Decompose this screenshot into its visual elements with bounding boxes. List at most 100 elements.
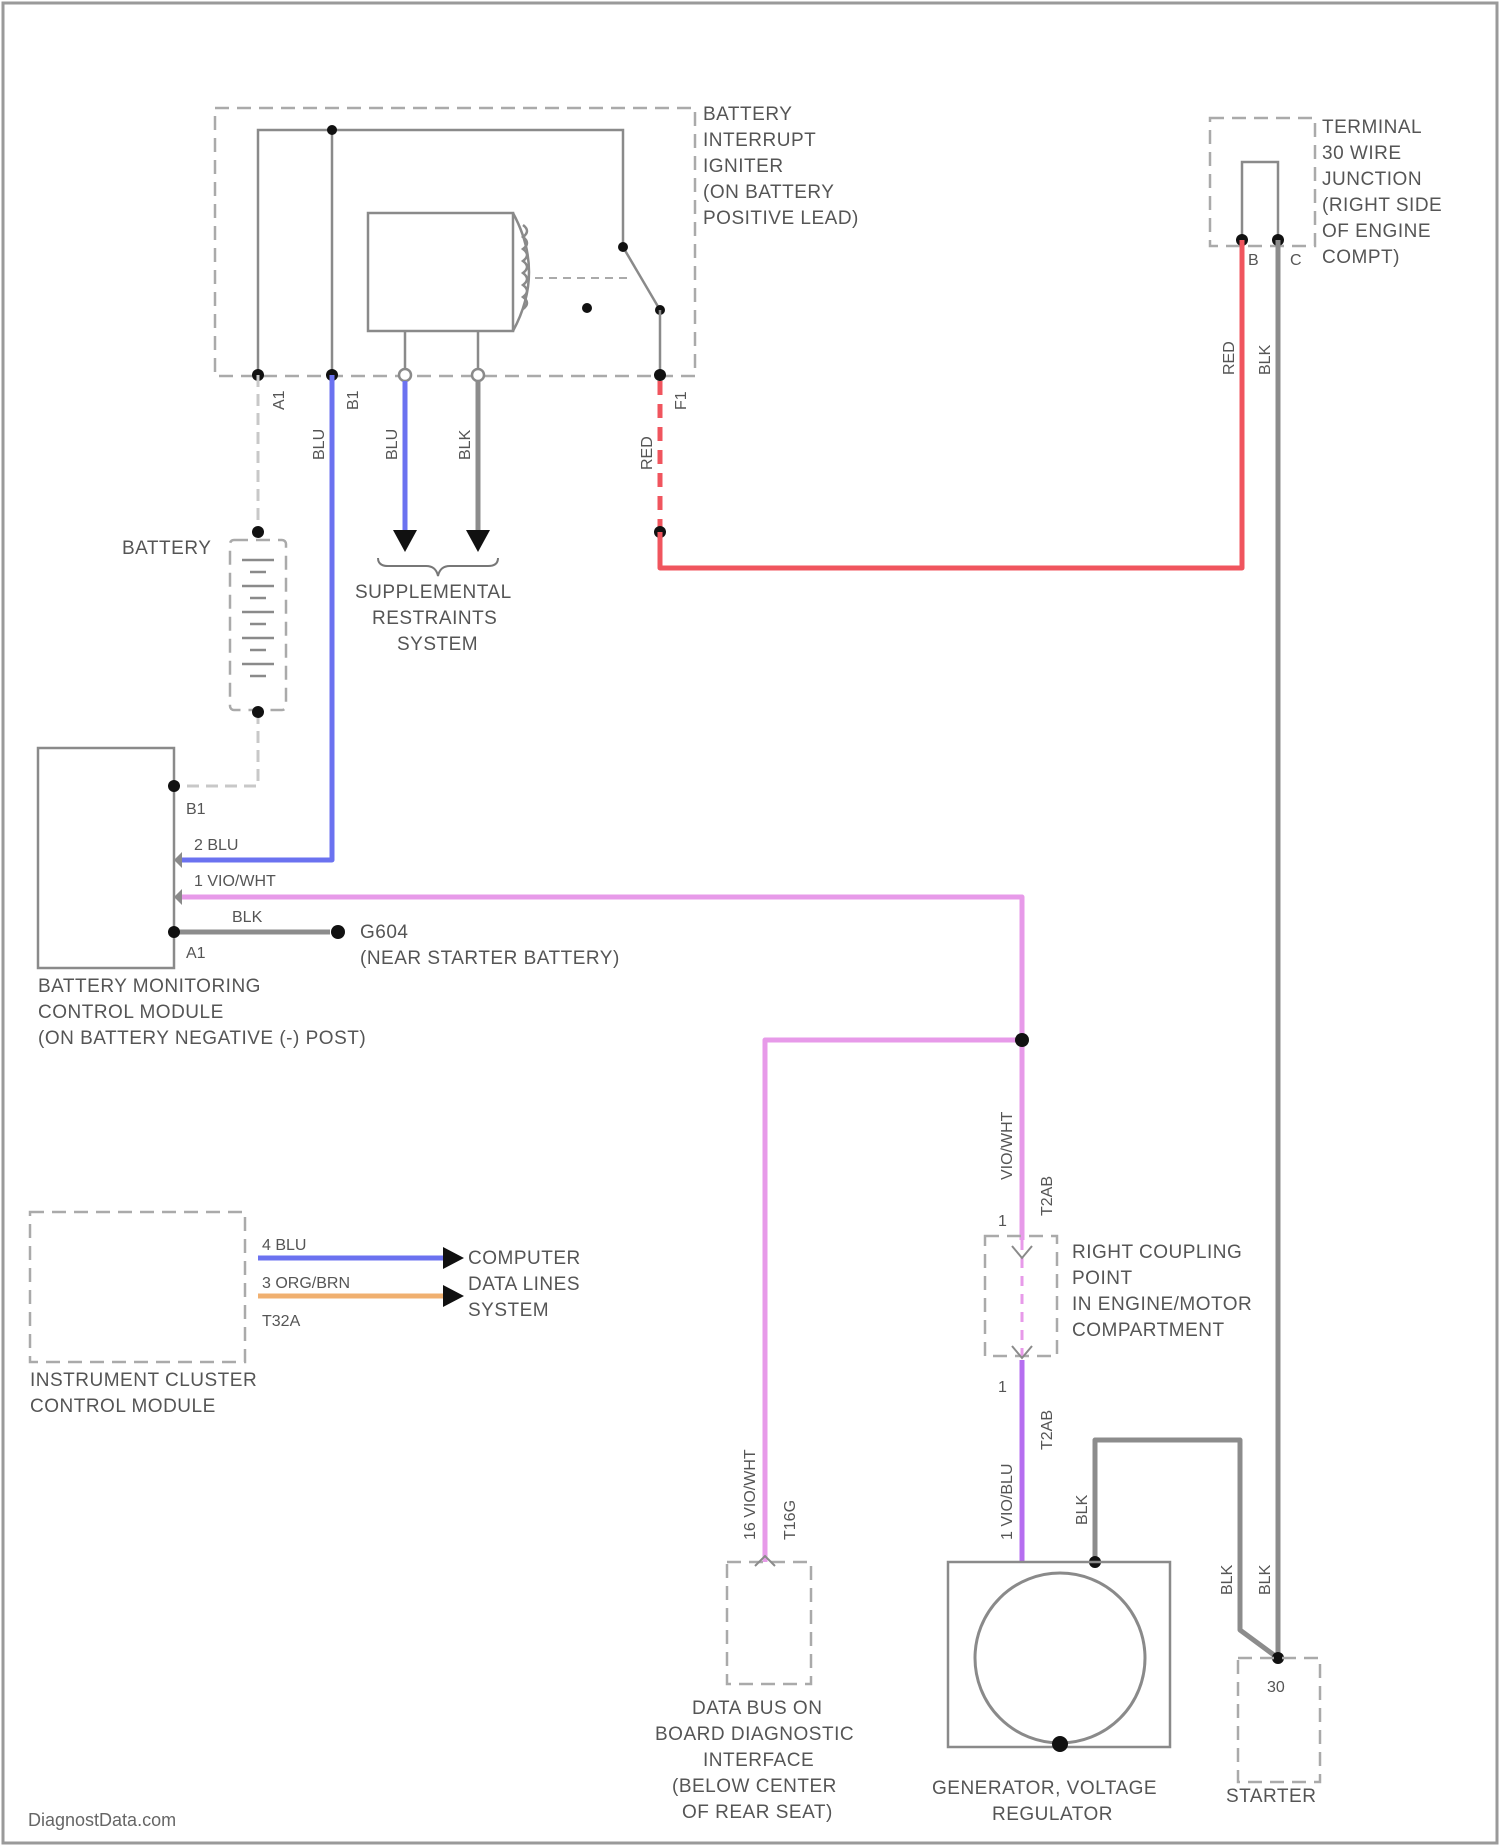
blk-wire-generator-starter bbox=[1095, 1440, 1278, 1658]
terminal30-bridge bbox=[1242, 162, 1278, 240]
icm-blu-arrow bbox=[443, 1247, 464, 1269]
svg-text:POINT: POINT bbox=[1072, 1268, 1133, 1289]
icm-label: INSTRUMENT CLUSTER CONTROL MODULE bbox=[30, 1370, 257, 1417]
pin-b1-label: B1 bbox=[345, 390, 362, 410]
bmcm-b1-dot bbox=[168, 780, 180, 792]
red-wire-terminal30 bbox=[660, 240, 1242, 568]
srs-arrow-2 bbox=[466, 530, 490, 552]
srs-brace bbox=[378, 558, 498, 576]
svg-text:INTERFACE: INTERFACE bbox=[703, 1750, 814, 1771]
icm-org-arrow bbox=[443, 1285, 464, 1307]
svg-text:REGULATOR: REGULATOR bbox=[992, 1804, 1113, 1825]
vio-splice-dot bbox=[1015, 1033, 1029, 1047]
battery-neg-dot bbox=[252, 706, 264, 718]
srs-arrow-1 bbox=[393, 530, 417, 552]
svg-text:(ON BATTERY: (ON BATTERY bbox=[703, 182, 834, 203]
ground-g604-label: G604 (NEAR STARTER BATTERY) bbox=[360, 922, 620, 969]
svg-text:BATTERY MONITORING: BATTERY MONITORING bbox=[38, 976, 261, 997]
svg-text:DATA LINES: DATA LINES bbox=[468, 1274, 580, 1295]
wire-label-gen-blk: BLK bbox=[1074, 1494, 1091, 1525]
igniter-squib-box bbox=[368, 213, 513, 331]
svg-text:SYSTEM: SYSTEM bbox=[397, 634, 478, 655]
svg-text:COMPT): COMPT) bbox=[1322, 247, 1400, 268]
terminal30-pin-b: B bbox=[1248, 252, 1259, 269]
wire-label-dlc-vio: 16 VIO/WHT bbox=[742, 1449, 759, 1540]
svg-text:SYSTEM: SYSTEM bbox=[468, 1300, 549, 1321]
coupling-top-pin: 1 bbox=[998, 1213, 1007, 1230]
battery-interrupt-label: BATTERY INTERRUPT IGNITER (ON BATTERY PO… bbox=[703, 104, 859, 229]
icm-pin3-label: 3 ORG/BRN bbox=[262, 1275, 350, 1292]
vio-wire-splice-dlc bbox=[765, 1040, 1022, 1562]
ground-g604-dot bbox=[331, 925, 345, 939]
srs-connector-dot-2 bbox=[472, 369, 484, 381]
wire-label-dlc-code: T16G bbox=[782, 1500, 799, 1540]
dlc-housing bbox=[727, 1562, 811, 1684]
igniter-internal-bus bbox=[258, 130, 623, 375]
terminal30-pin-c: C bbox=[1290, 252, 1302, 269]
wire-label-red-t30: RED bbox=[1221, 341, 1238, 375]
svg-text:(NEAR STARTER BATTERY): (NEAR STARTER BATTERY) bbox=[360, 948, 620, 969]
battery-cells bbox=[242, 560, 274, 676]
terminal30-label: TERMINAL 30 WIRE JUNCTION (RIGHT SIDE OF… bbox=[1322, 117, 1442, 268]
svg-text:(ON BATTERY NEGATIVE (-) POST): (ON BATTERY NEGATIVE (-) POST) bbox=[38, 1028, 366, 1049]
svg-text:IGNITER: IGNITER bbox=[703, 156, 784, 177]
svg-text:30 WIRE: 30 WIRE bbox=[1322, 143, 1402, 164]
srs-label: SUPPLEMENTAL RESTRAINTS SYSTEM bbox=[355, 582, 512, 655]
svg-text:GENERATOR, VOLTAGE: GENERATOR, VOLTAGE bbox=[932, 1778, 1157, 1799]
svg-text:OF ENGINE: OF ENGINE bbox=[1322, 221, 1431, 242]
starter-housing bbox=[1238, 1658, 1320, 1782]
svg-text:RESTRAINTS: RESTRAINTS bbox=[372, 608, 497, 629]
terminal30-housing bbox=[1210, 118, 1315, 246]
srs-connector-dot-1 bbox=[399, 369, 411, 381]
svg-text:OF REAR SEAT): OF REAR SEAT) bbox=[682, 1802, 833, 1823]
generator-ground-dot bbox=[1052, 1736, 1068, 1752]
pin-f1-label: F1 bbox=[673, 391, 690, 410]
generator-label: GENERATOR, VOLTAGE REGULATOR bbox=[932, 1778, 1157, 1825]
svg-text:INTERRUPT: INTERRUPT bbox=[703, 130, 816, 151]
svg-text:SUPPLEMENTAL: SUPPLEMENTAL bbox=[355, 582, 512, 603]
bmcm-b1-label: B1 bbox=[186, 801, 206, 818]
bmcm-pin2-label: 2 BLU bbox=[194, 837, 238, 854]
wire-label-starter-blk-b: BLK bbox=[1257, 1564, 1274, 1595]
svg-text:COMPUTER: COMPUTER bbox=[468, 1248, 581, 1269]
svg-text:G604: G604 bbox=[360, 922, 408, 943]
generator-box bbox=[948, 1562, 1170, 1747]
battery-pos-dot bbox=[252, 526, 264, 538]
igniter-switch-blade bbox=[623, 247, 660, 310]
coupling-label: RIGHT COUPLING POINT IN ENGINE/MOTOR COM… bbox=[1072, 1242, 1252, 1341]
icm-housing bbox=[30, 1212, 245, 1362]
battery-neg-dashed-wire bbox=[174, 712, 258, 786]
svg-text:(BELOW CENTER: (BELOW CENTER bbox=[672, 1776, 837, 1797]
cdl-label: COMPUTER DATA LINES SYSTEM bbox=[468, 1248, 581, 1321]
dlc-label: DATA BUS ON BOARD DIAGNOSTIC INTERFACE (… bbox=[655, 1698, 854, 1823]
wire-label-upper-vio: VIO/WHT bbox=[999, 1111, 1016, 1180]
wire-label-lower-vio: 1 VIO/BLU bbox=[999, 1464, 1016, 1540]
igniter-pivot-dot bbox=[582, 303, 592, 313]
switch-dot-top bbox=[618, 242, 628, 252]
bmcm-label: BATTERY MONITORING CONTROL MODULE (ON BA… bbox=[38, 976, 366, 1049]
bus-junction-dot bbox=[327, 125, 337, 135]
svg-text:TERMINAL: TERMINAL bbox=[1322, 117, 1422, 138]
svg-text:DATA BUS ON: DATA BUS ON bbox=[692, 1698, 822, 1719]
svg-text:IN ENGINE/MOTOR: IN ENGINE/MOTOR bbox=[1072, 1294, 1252, 1315]
svg-text:JUNCTION: JUNCTION bbox=[1322, 169, 1422, 190]
svg-text:COMPARTMENT: COMPARTMENT bbox=[1072, 1320, 1225, 1341]
svg-text:CONTROL MODULE: CONTROL MODULE bbox=[38, 1002, 224, 1023]
svg-text:BOARD DIAGNOSTIC: BOARD DIAGNOSTIC bbox=[655, 1724, 854, 1745]
wire-label-lower-code: T2AB bbox=[1039, 1410, 1056, 1450]
coupling-bottom-pin: 1 bbox=[998, 1379, 1007, 1396]
wire-label-blk-t30: BLK bbox=[1257, 344, 1274, 375]
wire-label-blu-srs: BLU bbox=[384, 429, 401, 460]
generator-circle bbox=[975, 1573, 1145, 1743]
wire-label-blk-srs: BLK bbox=[457, 429, 474, 460]
bmcm-a1-dot bbox=[168, 926, 180, 938]
wire-label-upper-code: T2AB bbox=[1039, 1176, 1056, 1216]
svg-text:POSITIVE LEAD): POSITIVE LEAD) bbox=[703, 208, 859, 229]
starter-pin-30: 30 bbox=[1267, 1679, 1285, 1696]
bmcm-pin1-label: 1 VIO/WHT bbox=[194, 873, 276, 890]
icm-connector-code: T32A bbox=[262, 1313, 301, 1330]
svg-text:RIGHT COUPLING: RIGHT COUPLING bbox=[1072, 1242, 1242, 1263]
pin-f1-dot bbox=[654, 369, 666, 381]
